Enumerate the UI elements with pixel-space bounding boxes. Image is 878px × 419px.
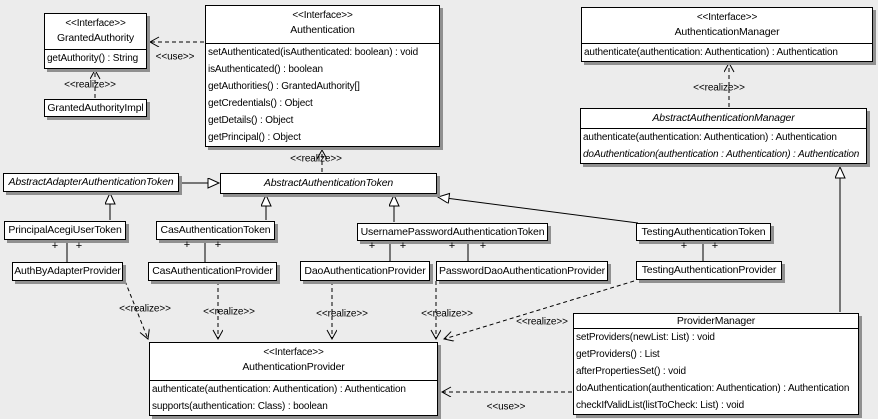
assoc-plus: + — [680, 240, 688, 252]
method-row: getAuthority() : String — [47, 53, 139, 64]
class-title: TestingAuthenticationProvider — [641, 264, 777, 277]
edge-realize-testingprovider[interactable] — [444, 280, 635, 339]
class-authentication-provider[interactable]: <<Interface>> AuthenticationProvider aut… — [149, 342, 438, 416]
method-row: checkIfValidList(listToCheck: List) : vo… — [576, 399, 745, 411]
class-title: AbstractAuthenticationToken — [263, 177, 394, 190]
class-authentication[interactable]: <<Interface>> Authentication setAuthenti… — [205, 5, 440, 147]
class-cas-authentication-token[interactable]: CasAuthenticationToken — [156, 221, 275, 240]
class-title: CasAuthenticationProvider — [152, 265, 273, 278]
assoc-plus: + — [479, 240, 487, 252]
method-row: authenticate(authentication: Authenticat… — [583, 131, 837, 143]
method-row: setAuthenticated(isAuthenticated: boolea… — [208, 46, 419, 58]
assoc-plus: + — [711, 240, 719, 252]
method-row: getDetails() : Object — [208, 114, 294, 126]
assoc-plus: + — [368, 240, 376, 252]
class-auth-by-adapter-provider[interactable]: AuthByAdapterProvider — [12, 262, 123, 281]
class-title: GrantedAuthority — [57, 32, 134, 44]
assoc-plus: + — [448, 240, 456, 252]
class-title: AuthenticationProvider — [242, 361, 345, 373]
method-row: isAuthenticated() : boolean — [208, 63, 323, 75]
class-abstract-authentication-token[interactable]: AbstractAuthenticationToken — [220, 173, 437, 194]
class-title: AuthenticationManager — [674, 26, 780, 38]
label-realize-authbyadapter: <<realize>> — [119, 303, 171, 315]
assoc-plus: + — [399, 240, 407, 252]
class-title: PrincipalAcegiUserToken — [8, 224, 122, 237]
class-cas-authentication-provider[interactable]: CasAuthenticationProvider — [148, 262, 277, 281]
stereotype: <<Interface>> — [263, 347, 324, 358]
class-title: Authentication — [290, 24, 355, 36]
class-provider-manager[interactable]: ProviderManager setProviders(newList: Li… — [573, 313, 859, 415]
method-row: supports(authentication: Class) : boolea… — [152, 400, 328, 412]
class-title: PasswordDaoAuthenticationProvider — [438, 264, 606, 277]
class-title: UsernamePasswordAuthenticationToken — [360, 225, 545, 238]
assoc-plus: + — [51, 240, 59, 252]
class-title: AbstractAdapterAuthenticationToken — [8, 176, 174, 189]
class-testing-authentication-provider[interactable]: TestingAuthenticationProvider — [636, 261, 782, 280]
class-password-dao-authentication-provider[interactable]: PasswordDaoAuthenticationProvider — [436, 261, 608, 281]
label-use-providermanager: <<use>> — [486, 401, 526, 413]
method-row: getPrincipal() : Object — [208, 131, 301, 143]
class-title: AbstractAuthenticationManager — [652, 112, 795, 124]
class-title: TestingAuthenticationToken — [641, 225, 766, 238]
label-realize-casprovider: <<realize>> — [203, 306, 255, 318]
assoc-plus: + — [214, 239, 222, 251]
class-granted-authority-impl[interactable]: GrantedAuthorityImpl — [44, 99, 147, 117]
label-realize-abstracttoken: <<realize>> — [290, 153, 342, 165]
class-dao-authentication-provider[interactable]: DaoAuthenticationProvider — [300, 261, 430, 281]
class-title: GrantedAuthorityImpl — [47, 101, 144, 114]
method-row: afterPropertiesSet() : void — [576, 365, 686, 377]
edge-realize-authbyadapter[interactable] — [124, 280, 148, 339]
class-abstract-authentication-manager[interactable]: AbstractAuthenticationManager authentica… — [580, 108, 867, 164]
class-title: ProviderManager — [676, 315, 756, 327]
label-realize-testingprovider: <<realize>> — [516, 316, 568, 328]
label-use-grantedauthority: <<use>> — [155, 51, 195, 63]
label-realize-grantedauthorityimpl: <<realize>> — [64, 79, 116, 91]
class-title: DaoAuthenticationProvider — [304, 264, 426, 277]
stereotype: <<Interface>> — [65, 18, 126, 29]
class-authentication-manager[interactable]: <<Interface>> AuthenticationManager auth… — [581, 7, 873, 62]
method-row: getCredentials() : Object — [208, 97, 313, 109]
label-realize-passworddao: <<realize>> — [421, 308, 473, 320]
method-row: doAuthentication(authentication : Authen… — [583, 148, 860, 160]
method-row: getAuthorities() : GrantedAuthority[] — [208, 80, 360, 92]
class-principal-acegi-user-token[interactable]: PrincipalAcegiUserToken — [4, 221, 126, 240]
assoc-plus: + — [75, 240, 83, 252]
method-row: setProviders(newList: List) : void — [576, 331, 715, 343]
class-granted-authority[interactable]: <<Interface>> GrantedAuthority getAuthor… — [44, 13, 147, 69]
class-title: AuthByAdapterProvider — [14, 265, 121, 278]
class-abstract-adapter-authentication-token[interactable]: AbstractAdapterAuthenticationToken — [3, 173, 179, 192]
class-username-password-authentication-token[interactable]: UsernamePasswordAuthenticationToken — [357, 223, 548, 241]
method-row: getProviders() : List — [576, 348, 660, 360]
class-title: CasAuthenticationToken — [160, 224, 271, 237]
class-testing-authentication-token[interactable]: TestingAuthenticationToken — [636, 223, 771, 241]
method-row: doAuthentication(authentication: Authent… — [576, 382, 850, 394]
method-row: authenticate(authentication: Authenticat… — [152, 383, 406, 395]
stereotype: <<Interface>> — [292, 10, 353, 21]
stereotype: <<Interface>> — [696, 12, 758, 23]
label-realize-daoprovider: <<realize>> — [316, 308, 368, 320]
edge-gen-testingtoken[interactable] — [438, 197, 639, 224]
assoc-plus: + — [183, 239, 191, 251]
label-realize-abstractmanager: <<realize>> — [693, 82, 745, 94]
method-row: authenticate(authentication: Authenticat… — [584, 46, 838, 58]
